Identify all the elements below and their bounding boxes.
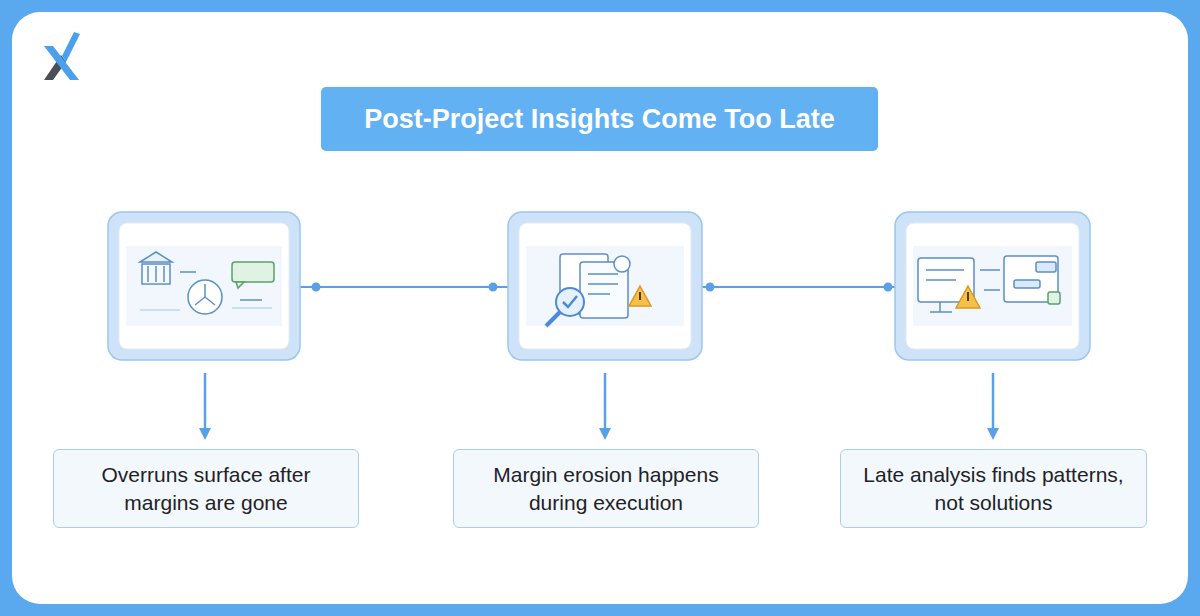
image-frame xyxy=(108,212,1090,360)
illustration-billing xyxy=(126,246,282,326)
down-arrows xyxy=(199,373,999,440)
title-pill: Post-Project Insights Come Too Late xyxy=(321,87,878,151)
illustration-review xyxy=(526,246,684,326)
text-box: Overruns surface after margins are gone xyxy=(53,449,359,528)
box-text: Margin erosion happens during execution xyxy=(468,461,744,516)
card xyxy=(12,12,1188,604)
text-box: Late analysis finds patterns, not soluti… xyxy=(840,449,1147,528)
illustration-analysis xyxy=(913,246,1072,326)
logo xyxy=(44,32,80,80)
diagram-title: Post-Project Insights Come Too Late xyxy=(364,104,835,135)
box-text: Late analysis finds patterns, not soluti… xyxy=(855,461,1132,516)
text-box: Margin erosion happens during execution xyxy=(453,449,759,528)
box-text: Overruns surface after margins are gone xyxy=(68,461,344,516)
